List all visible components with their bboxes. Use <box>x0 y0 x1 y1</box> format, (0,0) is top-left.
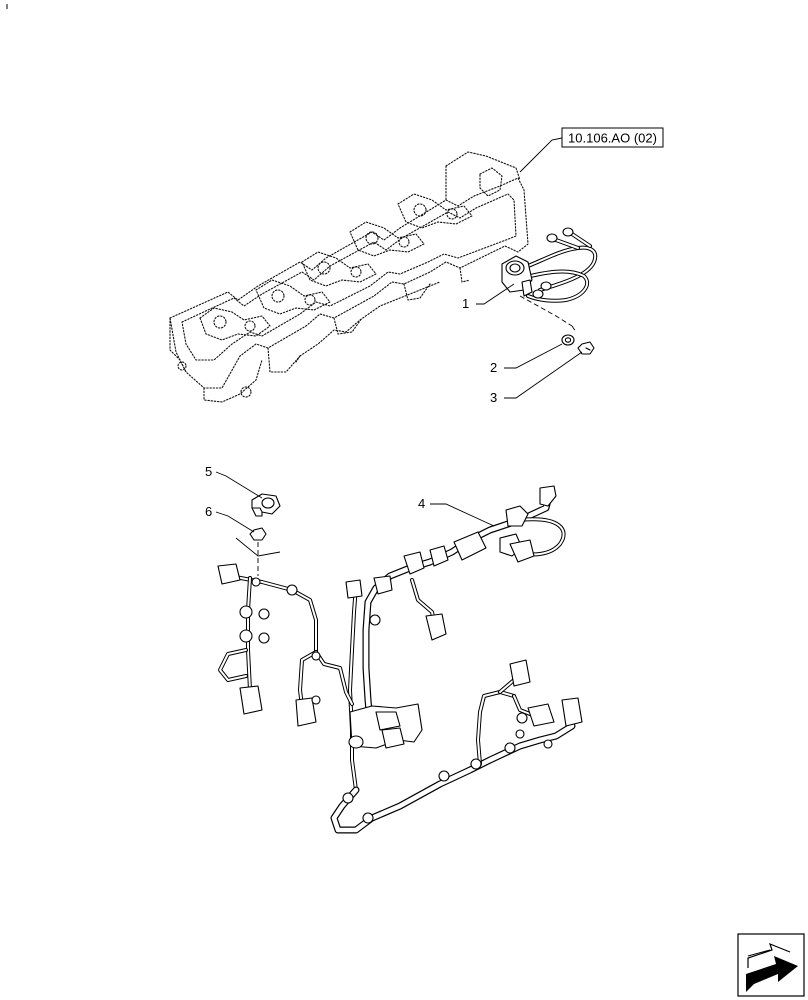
reference-label: 10.106.AO (02) <box>568 131 657 146</box>
bolt-part-6 <box>249 527 267 541</box>
assembly-path-line <box>519 295 573 327</box>
callout-4-label: 4 <box>418 496 425 511</box>
clamp-part-5 <box>251 493 281 517</box>
engine-wiring-harness-part-4 <box>218 488 576 834</box>
callout-6-leader <box>215 511 255 533</box>
harness-connectors <box>217 485 583 824</box>
washer-part-2 <box>561 334 575 346</box>
callout-2-leader <box>504 343 563 369</box>
injector-harness-connector-part-1 <box>501 227 598 303</box>
next-page-arrow-icon[interactable] <box>737 933 805 997</box>
callout-3-leader <box>504 351 583 399</box>
callout-4-leader <box>430 503 495 527</box>
callout-1-label: 1 <box>462 296 469 311</box>
reference-box[interactable]: 10.106.AO (02) <box>561 127 664 148</box>
callout-1-leader <box>476 283 515 305</box>
clamp-angle-line <box>235 537 281 557</box>
reference-leader-line <box>519 137 563 173</box>
valve-cover-reference-outline <box>169 151 529 403</box>
callout-5-label: 5 <box>205 464 212 479</box>
callout-5-leader <box>215 471 263 499</box>
callout-2-label: 2 <box>490 360 497 375</box>
screw-part-3 <box>577 341 595 355</box>
callout-6-label: 6 <box>205 504 212 519</box>
callout-3-label: 3 <box>490 390 497 405</box>
assembly-path-line-2 <box>571 325 577 333</box>
